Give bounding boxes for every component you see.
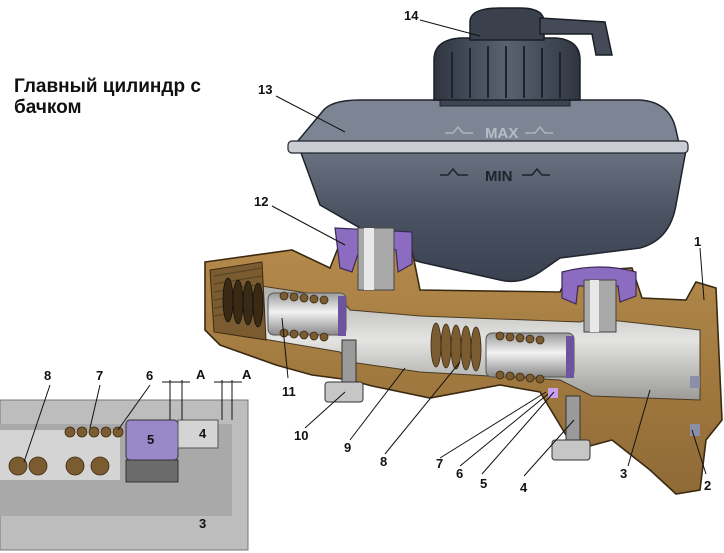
callout-2: 2 [704, 478, 711, 493]
reservoir-flange [287, 140, 689, 154]
stop-screw-rear [324, 339, 364, 403]
inset-callout-7: 7 [96, 368, 103, 383]
callout-7: 7 [436, 456, 443, 471]
min-mark: MIN [440, 167, 550, 185]
inset-gap-label-a1: A [196, 367, 206, 382]
piston-rear [267, 291, 347, 342]
inset-callout-6: 6 [146, 368, 153, 383]
inset-callout-4: 4 [199, 426, 207, 441]
reservoir-cap [433, 7, 613, 101]
callout-4: 4 [520, 480, 528, 495]
reservoir-upper [290, 99, 681, 149]
inset-callout-3: 3 [199, 516, 206, 531]
callout-10: 10 [294, 428, 308, 443]
callout-5: 5 [480, 476, 487, 491]
callout-1: 1 [694, 234, 701, 249]
callout-14: 14 [404, 8, 419, 23]
spring-rear [222, 277, 264, 328]
diagram-title: Главный цилиндр с бачком [14, 76, 201, 118]
stop-screw-front [551, 395, 591, 461]
callout-12: 12 [254, 194, 268, 209]
inlet-port-rear [334, 227, 413, 291]
max-mark: MAX [445, 125, 553, 142]
inset-gap-label-a2: A [242, 367, 252, 382]
callout-8: 8 [380, 454, 387, 469]
inset-detail [0, 380, 249, 551]
max-label: MAX [485, 125, 518, 142]
callout-9: 9 [344, 440, 351, 455]
inset-callout-5: 5 [147, 432, 154, 447]
callout-3: 3 [620, 466, 627, 481]
inset-callouts: 8 7 6 5 4 3 A A [44, 367, 252, 531]
callout-13: 13 [258, 82, 272, 97]
min-label: MIN [485, 168, 513, 185]
inset-callout-8: 8 [44, 368, 51, 383]
flange-2 [690, 376, 700, 388]
inlet-port-front [561, 266, 637, 333]
leader-lines [23, 19, 707, 477]
callouts: 1 2 3 4 5 6 7 8 9 10 11 12 13 14 [254, 8, 711, 495]
flange-2b [690, 424, 700, 436]
callout-11: 11 [282, 384, 296, 399]
callout-6: 6 [456, 466, 463, 481]
spring-front [430, 322, 482, 372]
sensor-connector [539, 17, 613, 56]
